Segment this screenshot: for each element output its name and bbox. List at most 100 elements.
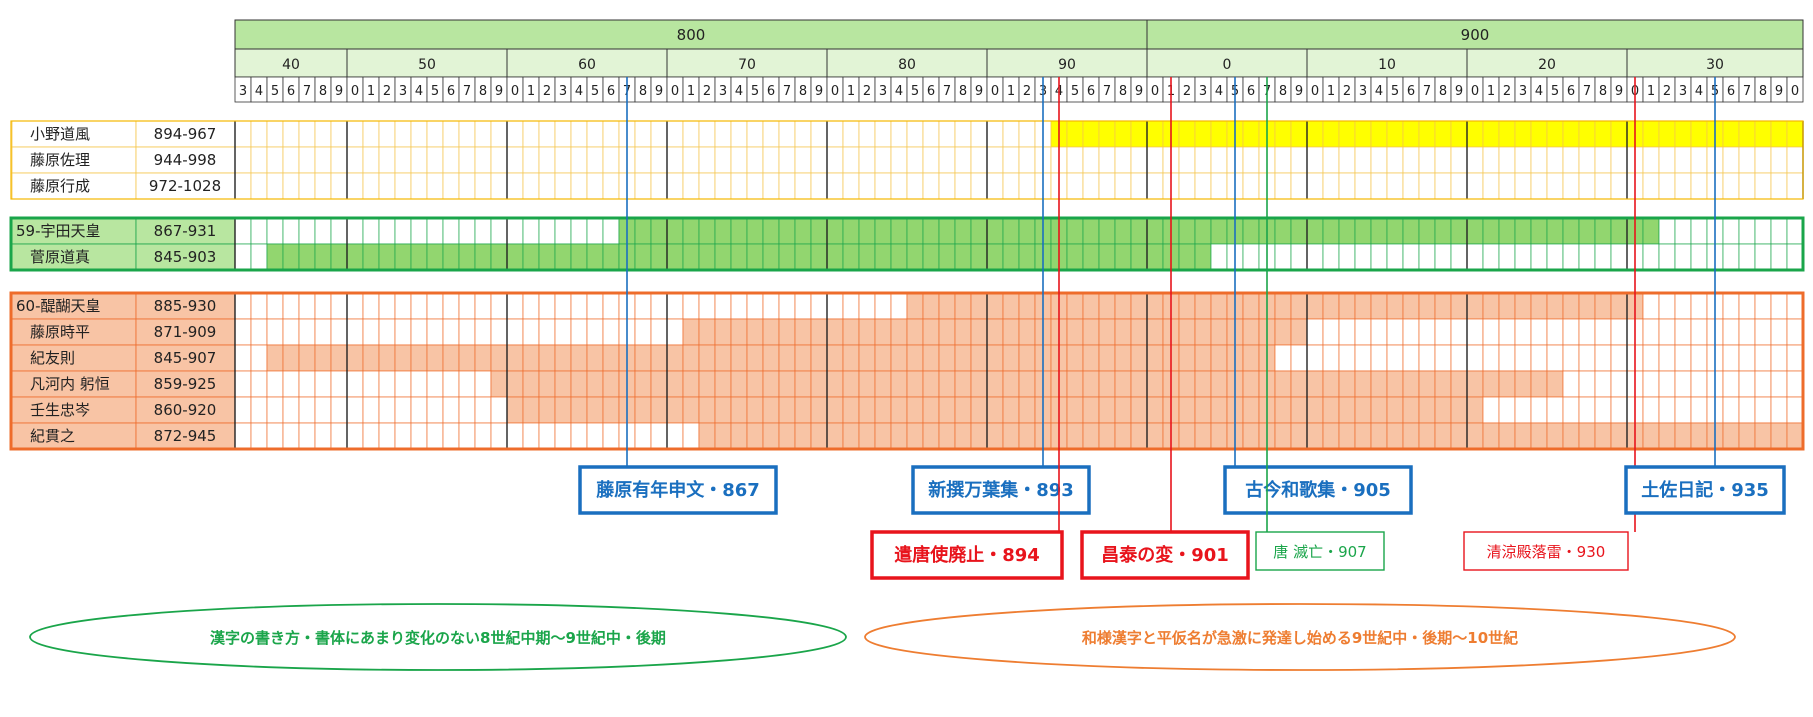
life-cell: [602, 120, 620, 148]
row-name: 藤原行成: [30, 177, 90, 195]
decade-header-label: 80: [898, 57, 916, 73]
life-cell: [730, 243, 748, 271]
decade-header-label: 20: [1538, 57, 1556, 73]
life-cell: [266, 344, 284, 372]
year-tick-label: 2: [543, 84, 551, 99]
life-cell: [442, 146, 460, 174]
life-cell: [458, 217, 476, 245]
life-cell: [314, 146, 332, 174]
life-cell: [1130, 243, 1148, 271]
life-cell: [730, 217, 748, 245]
life-cell: [362, 243, 380, 271]
year-tick-label: 6: [607, 84, 615, 99]
life-cell: [1562, 422, 1580, 450]
life-cell: [1178, 422, 1196, 450]
life-cell: [330, 318, 348, 346]
year-tick-label: 9: [1135, 84, 1143, 99]
life-cell: [250, 396, 268, 424]
event-label-box: [578, 465, 778, 515]
life-cell: [1642, 318, 1660, 346]
life-cell: [1290, 172, 1308, 200]
life-cell: [810, 243, 828, 271]
life-cell: [1354, 217, 1372, 245]
life-cell: [1018, 370, 1036, 398]
life-cell: [538, 292, 556, 320]
life-cell: [970, 344, 988, 372]
life-cell: [1738, 318, 1756, 346]
life-cell: [1210, 243, 1228, 271]
row-years: 860-920: [154, 401, 217, 419]
life-cell: [314, 396, 332, 424]
life-cell: [1066, 217, 1084, 245]
life-cell: [1210, 344, 1228, 372]
life-cell: [1290, 422, 1308, 450]
life-cell: [1370, 146, 1388, 174]
life-cell: [1738, 217, 1756, 245]
life-cell: [234, 344, 252, 372]
year-tick-label: 8: [1279, 84, 1287, 99]
year-tick-label: 3: [1679, 84, 1687, 99]
life-cell: [1386, 318, 1404, 346]
life-cell: [778, 146, 796, 174]
life-cell: [1562, 318, 1580, 346]
life-cell: [282, 396, 300, 424]
life-cell: [1690, 396, 1708, 424]
life-cell: [874, 370, 892, 398]
year-tick-label: 9: [975, 84, 983, 99]
life-cell: [778, 370, 796, 398]
life-cell: [1786, 172, 1804, 200]
life-cell: [1562, 344, 1580, 372]
life-cell: [682, 146, 700, 174]
life-cell: [346, 172, 364, 200]
life-cell: [890, 344, 908, 372]
life-cell: [1674, 243, 1692, 271]
life-cell: [1098, 146, 1116, 174]
life-cell: [906, 243, 924, 271]
life-cell: [1530, 217, 1548, 245]
life-cell: [906, 370, 924, 398]
life-cell: [490, 217, 508, 245]
year-tick-label: 5: [1071, 84, 1079, 99]
life-cell: [1562, 217, 1580, 245]
life-cell: [586, 146, 604, 174]
year-tick-label: 4: [895, 84, 903, 99]
life-cell: [378, 172, 396, 200]
life-cell: [1674, 318, 1692, 346]
life-cell: [1322, 146, 1340, 174]
life-cell: [570, 318, 588, 346]
life-cell: [1546, 172, 1564, 200]
life-cell: [266, 146, 284, 174]
life-cell: [1786, 120, 1804, 148]
life-cell: [1274, 172, 1292, 200]
year-tick-label: 8: [799, 84, 807, 99]
life-cell: [906, 217, 924, 245]
life-cell: [1610, 243, 1628, 271]
life-cell: [1402, 146, 1420, 174]
life-cell: [1594, 146, 1612, 174]
decade-header-label: 50: [418, 57, 436, 73]
life-cell: [762, 217, 780, 245]
life-cell: [1610, 318, 1628, 346]
life-cell: [426, 172, 444, 200]
life-cell: [1290, 370, 1308, 398]
life-cell: [970, 172, 988, 200]
life-cell: [490, 120, 508, 148]
life-cell: [442, 292, 460, 320]
life-cell: [970, 217, 988, 245]
life-cell: [346, 396, 364, 424]
life-cell: [378, 120, 396, 148]
life-cell: [682, 318, 700, 346]
row-years: 867-931: [154, 222, 217, 240]
life-cell: [1674, 146, 1692, 174]
life-cell: [1658, 422, 1676, 450]
decade-header-cell: [1626, 48, 1804, 78]
life-cell: [922, 120, 940, 148]
life-cell: [298, 344, 316, 372]
year-tick-label: 6: [1087, 84, 1095, 99]
life-cell: [1770, 370, 1788, 398]
life-cell: [362, 292, 380, 320]
row-years: 944-998: [154, 151, 217, 169]
life-cell: [922, 146, 940, 174]
life-cell: [234, 396, 252, 424]
life-cell: [666, 292, 684, 320]
